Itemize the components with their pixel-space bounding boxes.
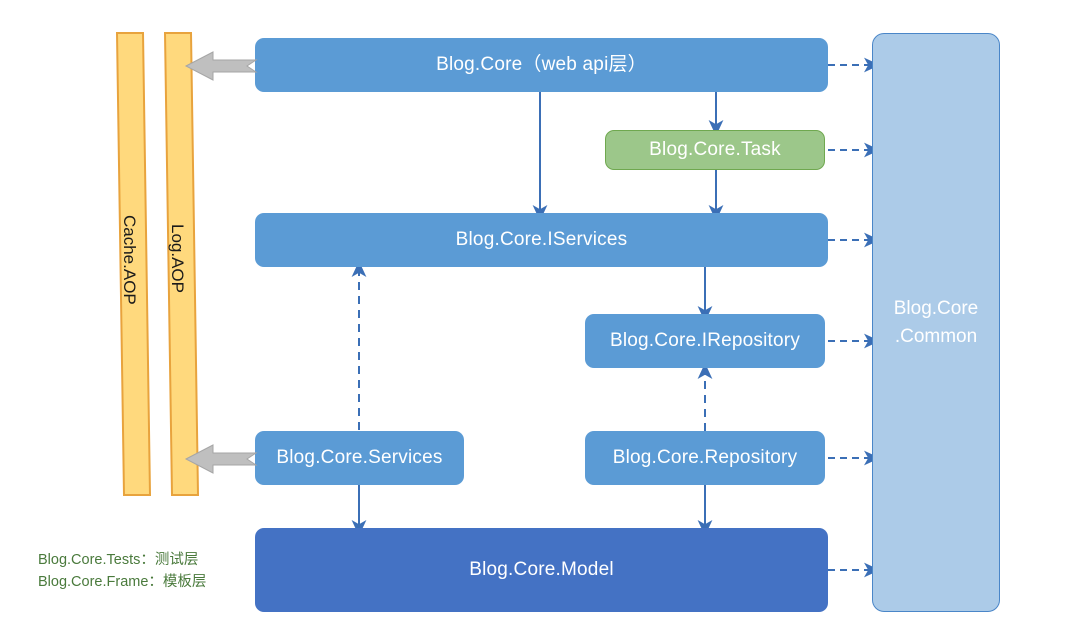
aop-bar-cache-label: Cache.AOP bbox=[120, 215, 139, 305]
node-blog-core-repository[interactable]: Blog.Core.Repository bbox=[585, 431, 825, 485]
common-label-line2: .Common bbox=[894, 325, 978, 347]
legend-item-frame: Blog.Core.Frame：模板层 bbox=[38, 571, 206, 593]
node-blog-core-common[interactable]: Blog.Core .Common bbox=[872, 33, 1000, 612]
common-label-line1: Blog.Core bbox=[893, 297, 979, 319]
aop-bar-cache bbox=[110, 32, 154, 496]
legend-item-tests: Blog.Core.Tests：测试层 bbox=[38, 549, 206, 571]
node-blog-core-task[interactable]: Blog.Core.Task bbox=[605, 130, 825, 170]
legend-frame-sep: ： bbox=[148, 574, 163, 591]
legend-frame-desc: 模板层 bbox=[162, 574, 207, 591]
node-blog-core-services[interactable]: Blog.Core.Services bbox=[255, 431, 464, 485]
node-blog-core-model[interactable]: Blog.Core.Model bbox=[255, 528, 828, 612]
node-blog-core-iservices[interactable]: Blog.Core.IServices bbox=[255, 213, 828, 267]
legend-tests-sep: ： bbox=[140, 552, 155, 568]
aop-bar-log-label: Log.AOP bbox=[168, 224, 187, 293]
legend-tests-desc: 测试层 bbox=[154, 552, 199, 568]
legend-frame-name: Blog.Core.Frame bbox=[38, 574, 149, 591]
node-blog-core[interactable]: Blog.Core（web api层） bbox=[255, 38, 828, 92]
aop-bar-log bbox=[158, 32, 202, 496]
legend-tests-name: Blog.Core.Tests bbox=[38, 552, 141, 568]
legend: Blog.Core.Tests：测试层 Blog.Core.Frame：模板层 bbox=[38, 549, 206, 594]
node-blog-core-irepository[interactable]: Blog.Core.IRepository bbox=[585, 314, 825, 368]
